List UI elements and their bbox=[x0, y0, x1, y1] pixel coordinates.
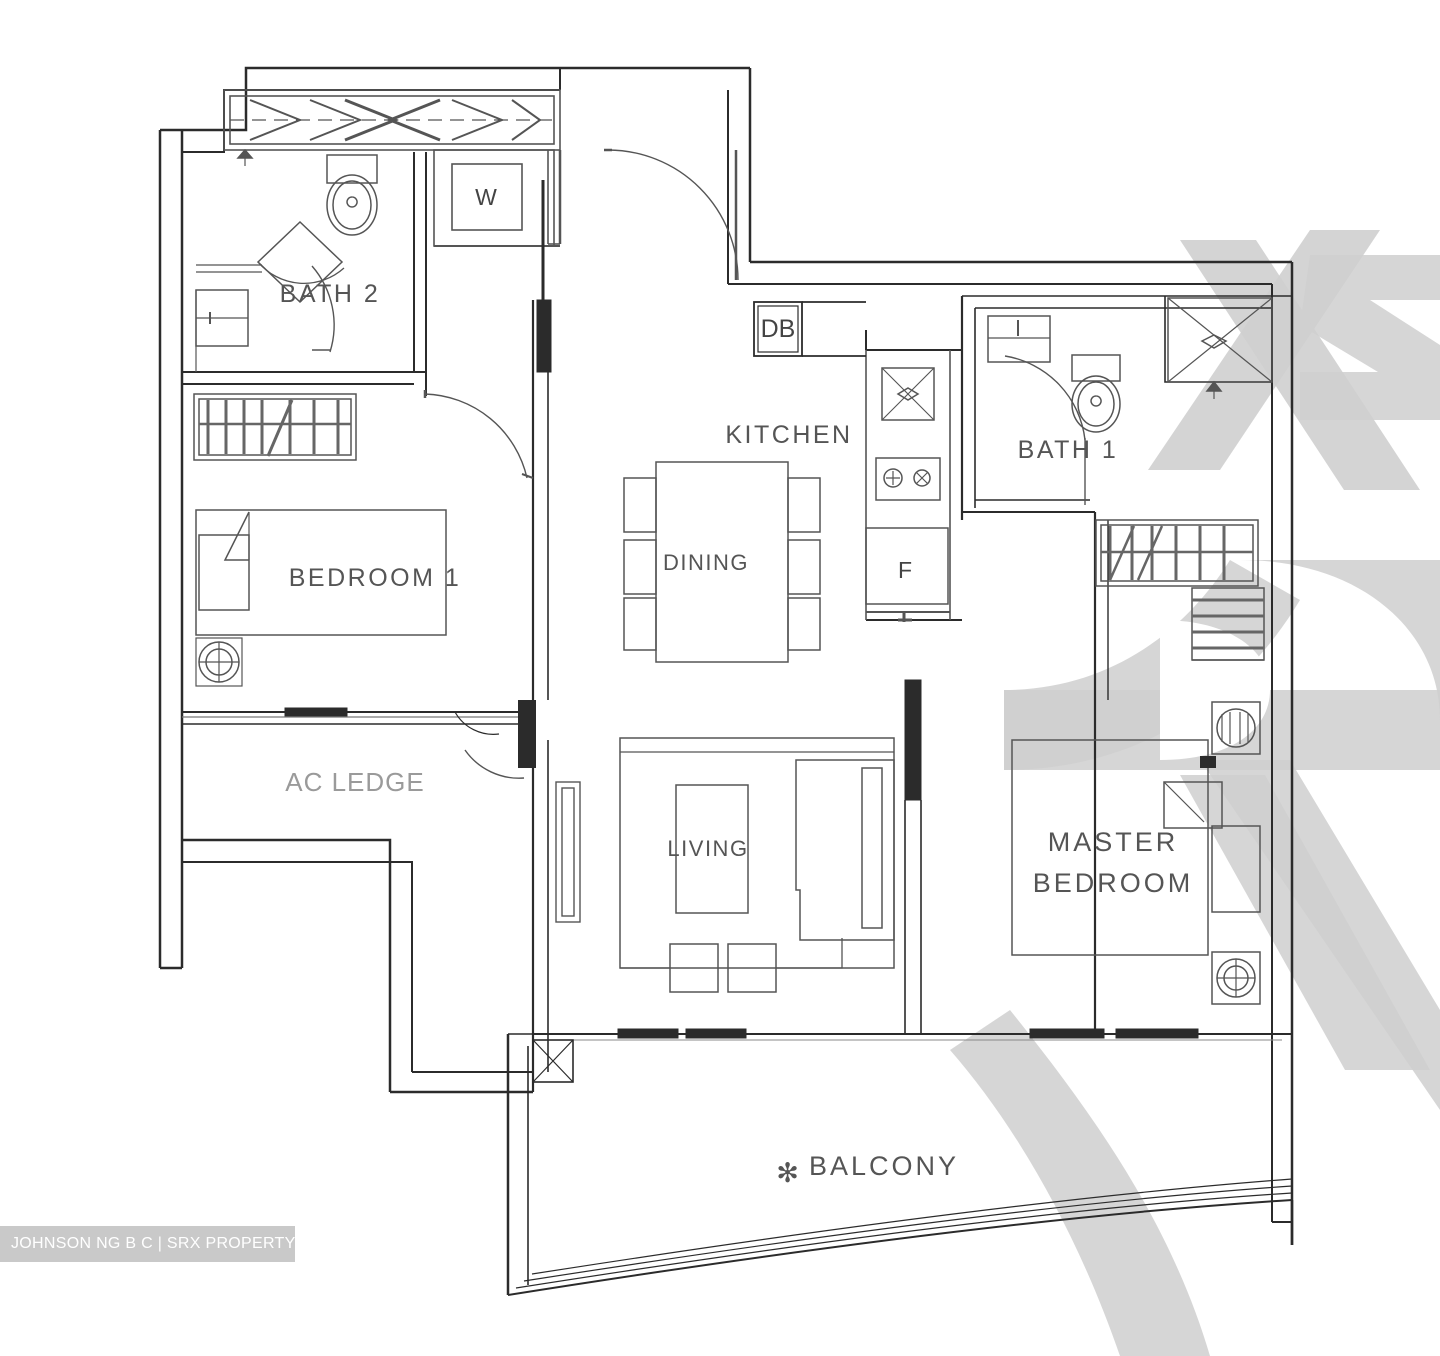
living-sliding-panel bbox=[555, 781, 581, 923]
bedroom1-window bbox=[182, 707, 533, 735]
interior-walls bbox=[182, 152, 1292, 1092]
label-db-panel: DB bbox=[761, 315, 796, 343]
master-bedroom-bed bbox=[1011, 701, 1261, 1005]
bedroom1-wardrobe bbox=[193, 393, 357, 461]
watermark-text: JOHNSON NG B C | SRX PROPERTY bbox=[11, 1235, 296, 1252]
label-bath2: BATH 2 bbox=[280, 280, 381, 308]
bedroom1-door bbox=[423, 390, 534, 479]
watermark-bar: JOHNSON NG B C | SRX PROPERTY bbox=[0, 1226, 295, 1262]
label-bedroom1: BEDROOM 1 bbox=[289, 564, 462, 592]
label-master-bedroom-line2: BEDROOM bbox=[1033, 868, 1194, 898]
label-washer: W bbox=[475, 184, 497, 210]
label-fridge: F bbox=[898, 557, 912, 583]
dining-table-set bbox=[623, 461, 821, 663]
appliance-labels: W DB F bbox=[475, 184, 912, 583]
room-labels: BATH 2 KITCHEN BATH 1 DINING BEDROOM 1 A… bbox=[280, 280, 1194, 1188]
label-dining: DINING bbox=[663, 550, 749, 575]
master-wardrobe bbox=[1095, 519, 1265, 661]
label-bath1: BATH 1 bbox=[1018, 436, 1119, 464]
label-kitchen: KITCHEN bbox=[725, 421, 852, 449]
label-living: LIVING bbox=[667, 836, 748, 861]
living-room-furniture bbox=[619, 737, 895, 993]
db-panel-box bbox=[753, 301, 866, 357]
label-balcony: BALCONY bbox=[809, 1151, 959, 1181]
bath2-fixtures bbox=[195, 148, 378, 372]
balcony-sliding-doors bbox=[533, 180, 1292, 1041]
label-master-bedroom-line1: MASTER bbox=[1048, 827, 1179, 857]
washer-niche bbox=[433, 149, 560, 247]
exterior-walls bbox=[158, 66, 1294, 1245]
balcony-asterisk-icon: ✻ bbox=[776, 1158, 802, 1188]
entry-storage-unit bbox=[223, 89, 561, 151]
label-ac-ledge: AC LEDGE bbox=[285, 767, 425, 797]
entrance-doors bbox=[547, 148, 739, 281]
kitchen-counter bbox=[865, 350, 951, 622]
ac-ledge-door bbox=[464, 700, 536, 779]
srx-background-watermark bbox=[950, 230, 1440, 1356]
bedroom1-bed bbox=[195, 509, 447, 687]
bath1-fixtures bbox=[987, 297, 1273, 505]
balcony-corner-shaft bbox=[532, 1039, 574, 1083]
